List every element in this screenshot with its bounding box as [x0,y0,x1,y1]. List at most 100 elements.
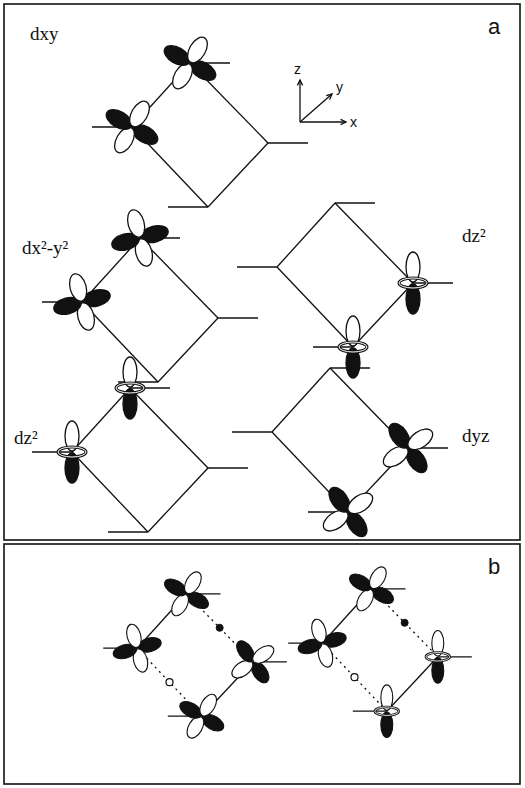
orbital-label: dz² [14,428,38,447]
axis-label: z [294,62,301,76]
square-edge [158,318,218,382]
orbital-torus-highlight [58,447,86,457]
dz2-orbital [58,421,86,483]
dz2-orbital [399,252,427,314]
orbital-torus [375,707,399,716]
d-orbital-cloverleaf [104,202,175,273]
square-complex [103,560,287,750]
orbital-torus-highlight [116,383,144,393]
square-complex [288,555,472,737]
bond-tick [438,656,472,657]
square-complex [32,357,248,532]
square-edge [148,468,208,532]
bond-tick [237,266,277,267]
panel-frame [4,4,520,540]
panel-letter: b [488,556,500,578]
bond-tick [218,317,258,318]
ligand-orbital-dot [401,619,408,626]
orbital-lobe [124,623,143,650]
d-orbital-cloverleaf [292,613,352,673]
orbital-label: dxy [30,24,59,43]
d-orbital-cloverleaf [168,683,235,750]
orbital-lobe [404,425,436,454]
orbital-lobe [344,489,376,518]
panel-letter: a [488,16,500,38]
axis-line [299,80,300,122]
bond-tick [130,387,170,388]
d-orbital-cloverleaf [92,87,171,166]
orbital-lobe [196,691,220,718]
d-orbital-cloverleaf [153,560,220,627]
axis-triad [297,80,346,125]
orbital-lobe [181,569,205,596]
d-orbital-cloverleaf [107,618,167,678]
d-orbital-cloverleaf [46,266,117,337]
square-edge [72,388,130,452]
orbital-lobe [125,208,148,239]
bond-tick [353,711,387,712]
orbital-label: dz² [462,226,486,245]
axis-arrowhead [326,94,332,100]
bond-tick [168,206,208,207]
bond-tick [413,282,453,283]
axis-arrowhead [341,119,346,124]
panel-frame [4,544,520,784]
orbital-lobe [126,98,154,130]
axis-label: y [336,80,343,94]
ligand-orbital-dot [166,679,173,686]
dz2-orbital [426,630,450,683]
bond-tick [313,346,353,347]
bond-tick [208,467,248,468]
axis-line [300,121,346,122]
ligand-orbital-dot [216,624,223,631]
square-edge [353,283,413,347]
d-orbital-cloverleaf [338,555,405,622]
bond-tick [335,202,375,203]
orbital-label: dyz [462,426,489,445]
square-edge [335,203,413,283]
square-complex [92,23,308,207]
bond-tick [268,142,308,143]
orbital-torus [339,342,367,352]
dz2-orbital [375,685,399,738]
square-edge [387,657,438,711]
orbital-torus-highlight [426,653,450,662]
orbital-lobe [366,564,390,591]
orbital-lobe [250,642,277,667]
bond-tick [108,531,148,532]
orbital-lobe [67,272,90,303]
orbital-lobe [309,618,328,645]
square-edge [130,388,208,468]
orbital-torus [426,653,450,662]
bond-tick [330,367,370,368]
orbital-torus [58,447,86,457]
d-orbital-cloverleaf [368,408,449,489]
square-complex [232,368,448,552]
square-complex [237,203,453,378]
axis-line [300,94,332,122]
square-edge [72,452,148,532]
axis-label: x [350,115,357,129]
square-complex [42,202,258,382]
dz2-orbital [339,316,367,378]
orbital-torus-highlight [339,342,367,352]
orbital-lobe [184,34,212,66]
square-edge [208,143,268,207]
orbital-torus-highlight [399,278,427,288]
orbital-torus [399,278,427,288]
d-orbital-cloverleaf [150,23,229,102]
d-orbital-cloverleaf [218,627,287,696]
square-edge [277,203,335,267]
bond-tick [232,431,272,432]
axis-arrowhead [297,80,302,85]
d-orbital-cloverleaf [308,472,389,553]
square-edge [277,267,353,347]
bond-tick [32,451,72,452]
dz2-orbital [116,357,144,419]
orbital-label: dx²-y² [22,238,68,257]
orbital-torus [116,383,144,393]
ligand-orbital-dot [351,674,358,681]
square-edge [272,368,330,432]
